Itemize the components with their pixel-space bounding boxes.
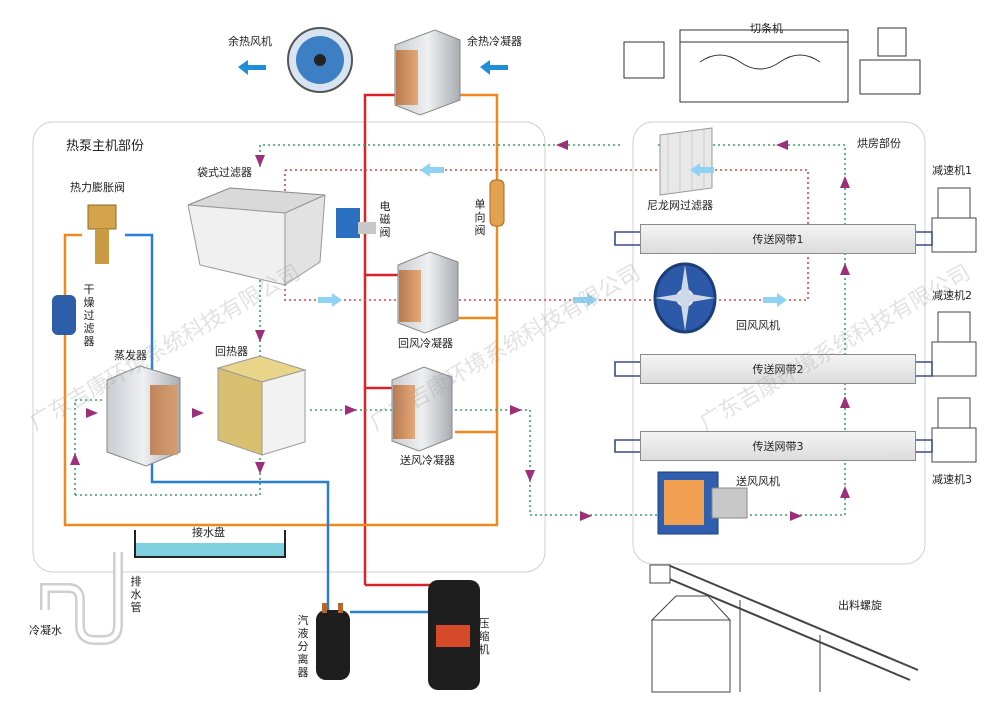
drain-pipe-inner: [42, 552, 121, 643]
belt3-left-link: [614, 439, 640, 453]
supply-air-condenser-label: 送风冷凝器: [400, 454, 455, 467]
nylon-filter-label: 尼龙网过滤器: [647, 199, 713, 212]
return-air-fan-block: [653, 262, 717, 334]
expansion-valve-block: [87, 204, 117, 264]
waste-heat-condenser-label: 余热冷凝器: [467, 35, 522, 48]
heat-pump-section-label: 热泵主机部份: [66, 139, 145, 154]
reducer-2-block: [931, 311, 977, 377]
compressor-block: [428, 580, 480, 690]
return-air-fan-label: 回风风机: [736, 319, 780, 332]
belt1-left-link: [614, 231, 640, 246]
conveyor-belt-1: 传送网带1: [640, 224, 916, 254]
reducer-2-label: 减速机2: [932, 289, 972, 302]
reducer-1-block: [931, 187, 977, 253]
reducer-1-label: 减速机1: [932, 164, 972, 177]
conveyor-belt-1-label: 传送网带1: [752, 233, 804, 246]
belt2-right-link: [915, 361, 933, 377]
air-path-c: [75, 455, 261, 496]
discharge-screw-label: 出料螺旋: [838, 599, 882, 612]
solenoid-valve-block: [336, 208, 376, 238]
nylon-filter-block: [659, 127, 713, 196]
drip-tray-water: [135, 543, 285, 557]
supply-air-path: [310, 144, 846, 516]
return-air-condenser-label: 回风冷凝器: [398, 337, 453, 350]
solenoid-valve-label: 电磁阀: [379, 200, 391, 239]
drip-tray: [134, 530, 286, 558]
separator-block: [316, 603, 350, 680]
suction-line: [125, 233, 330, 612]
return-air-condenser-block: [397, 251, 459, 334]
conveyor-belt-3: 传送网带3: [640, 431, 916, 461]
belt3-right-link: [915, 439, 933, 453]
cutter-machine-block: [623, 27, 921, 103]
cutter-label: 切条机: [750, 22, 783, 35]
light-blue-arrows: [318, 163, 787, 307]
bag-filter-block: [187, 187, 326, 286]
purple-arrows: [70, 140, 850, 521]
liquid-line: [63, 93, 499, 527]
drip-tray-label: 接水盘: [192, 526, 225, 539]
reducer-3-label: 减速机3: [932, 473, 972, 486]
drying-room-label: 烘房部份: [857, 137, 901, 150]
drying-filter-label: 干燥过滤器: [83, 283, 95, 348]
belt1-right-link: [915, 231, 933, 246]
waste-heat-condenser-block: [394, 29, 461, 116]
exhaust-arrows: [238, 60, 508, 75]
evaporator-block: [106, 365, 181, 467]
reducer-3-block: [931, 397, 977, 463]
drain-pipe-label: 排水管: [130, 575, 142, 614]
check-valve-block: [489, 179, 505, 227]
compressor-label: 压缩机: [478, 617, 490, 656]
separator-label: 汽液分离器: [297, 614, 309, 679]
waste-heat-fan-block: [287, 27, 353, 93]
belt2-left-link: [614, 361, 640, 377]
waste-heat-fan-label: 余热风机: [228, 35, 272, 48]
regenerator-block: [216, 355, 307, 456]
heat-pump-panel: [32, 121, 546, 573]
conveyor-belt-2-label: 传送网带2: [752, 363, 804, 376]
evaporator-label: 蒸发器: [114, 349, 147, 362]
conveyor-belt-3-label: 传送网带3: [752, 440, 804, 453]
supply-air-condenser-block: [391, 366, 453, 452]
bag-filter-label: 袋式过滤器: [197, 166, 252, 179]
regenerator-label: 回热器: [215, 345, 248, 358]
discharge-screw-block: [649, 564, 919, 693]
condensate-label: 冷凝水: [29, 624, 62, 637]
expansion-valve-label: 热力膨胀阀: [70, 181, 125, 194]
drying-room-panel: [632, 121, 926, 565]
check-valve-label: 单向阀: [474, 198, 486, 237]
conveyor-belt-2: 传送网带2: [640, 354, 916, 384]
supply-air-fan-label: 送风风机: [736, 475, 780, 488]
drying-filter-block: [52, 295, 76, 335]
supply-air-fan-block: [657, 471, 748, 535]
